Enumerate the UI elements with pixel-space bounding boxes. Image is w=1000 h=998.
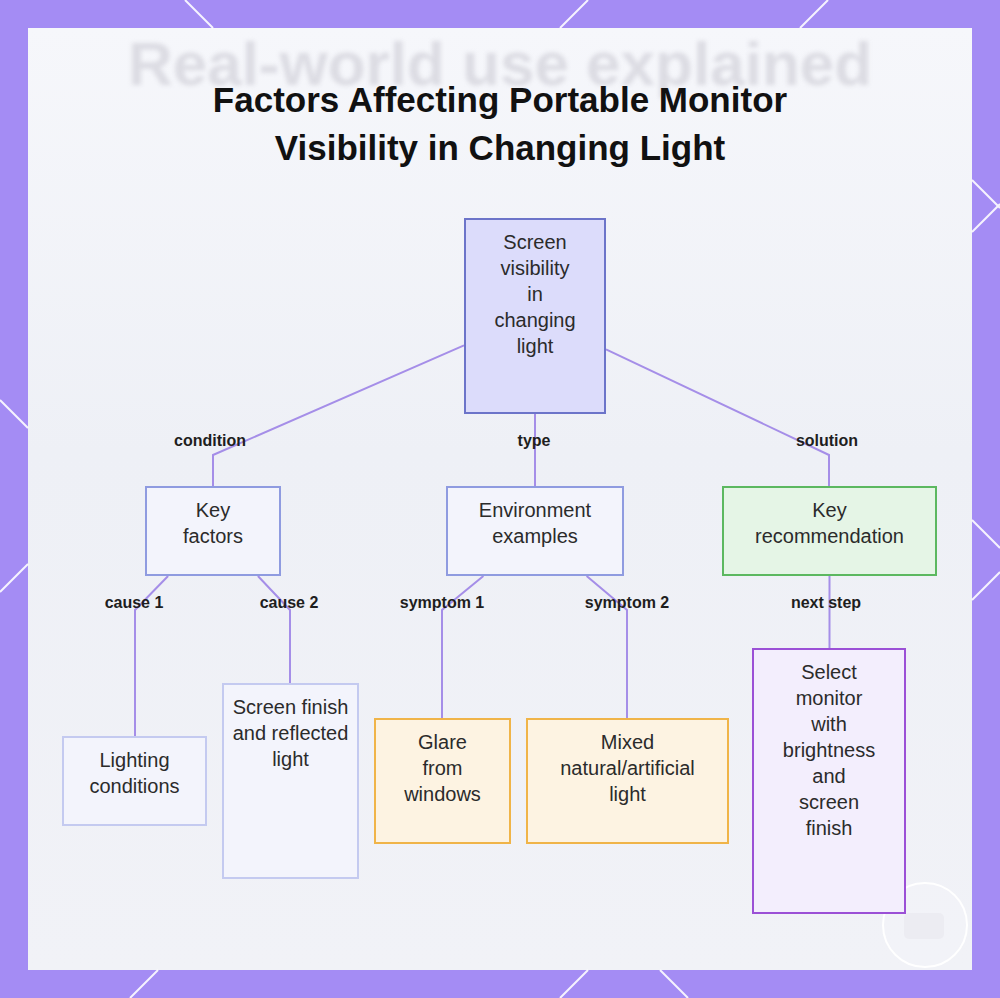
node-text: Lighting conditions	[84, 747, 185, 799]
edge-label: next step	[791, 594, 861, 612]
node-text: Screen finish and reflected light	[232, 694, 349, 772]
edge-label: symptom 2	[585, 594, 669, 612]
cause-box: Screen finish and reflected light	[222, 683, 359, 879]
root-box: Screen visibility in changing light	[464, 218, 606, 414]
cause-box: Lighting conditions	[62, 736, 207, 826]
node-text: Glare from windows	[400, 729, 485, 807]
node-text: Key recommendation	[754, 497, 905, 549]
node-text: Select monitor with brightness and scree…	[783, 659, 875, 841]
connector-line	[258, 576, 290, 683]
diagram-title: Factors Affecting Portable Monitor Visib…	[160, 76, 840, 172]
edge-label: type	[518, 432, 551, 450]
action-box: Select monitor with brightness and scree…	[752, 648, 906, 914]
symptom-box: Glare from windows	[374, 718, 511, 844]
recommendation-box: Key recommendation	[722, 486, 937, 576]
edge-label: condition	[174, 432, 246, 450]
connector-line	[606, 349, 829, 486]
connector-line	[213, 345, 464, 486]
node-text: Environment examples	[464, 497, 606, 549]
edge-label: solution	[796, 432, 858, 450]
connector-line	[534, 414, 536, 486]
edge-label: cause 2	[260, 594, 319, 612]
connector-line	[829, 576, 831, 648]
node-text: Screen visibility in changing light	[490, 229, 580, 359]
node-text: Mixed natural/artificial light	[545, 729, 710, 807]
category-box: Environment examples	[446, 486, 624, 576]
symptom-box: Mixed natural/artificial light	[526, 718, 729, 844]
edge-label: symptom 1	[400, 594, 484, 612]
edge-label: cause 1	[105, 594, 164, 612]
node-text: Key factors	[167, 497, 259, 549]
category-box: Key factors	[145, 486, 281, 576]
